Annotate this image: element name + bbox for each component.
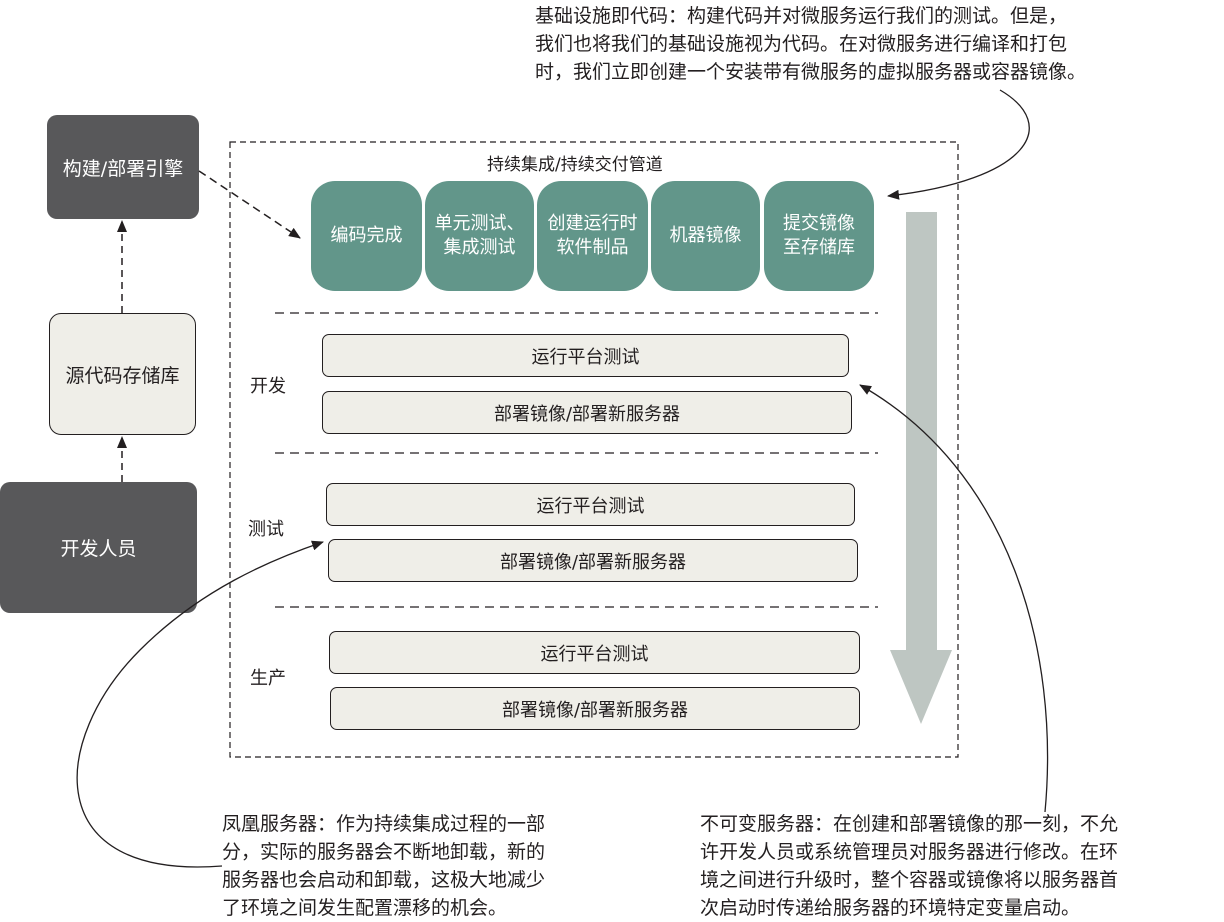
source-repository-box: 源代码存储库 bbox=[49, 313, 196, 435]
phoenix-callout-arrow bbox=[76, 540, 324, 868]
pipeline-frame bbox=[229, 141, 959, 758]
dev-run-platform-test: 运行平台测试 bbox=[322, 334, 849, 377]
dev-deploy-image: 部署镜像/部署新服务器 bbox=[322, 391, 852, 434]
phoenix-server-note: 凤凰服务器：作为持续集成过程的一部 分，实际的服务器会不断地卸载，新的 服务器也… bbox=[222, 813, 546, 919]
pipeline-title: 持续集成/持续交付管道 bbox=[487, 155, 663, 175]
immutable-callout-arrow bbox=[859, 384, 1049, 813]
test-deploy-image: 部署镜像/部署新服务器 bbox=[328, 539, 858, 582]
build-deploy-engine-box: 构建/部署引擎 bbox=[47, 115, 199, 219]
env-label-test: 测试 bbox=[248, 519, 284, 540]
start-pipeline-arrow bbox=[198, 170, 301, 239]
infrastructure-as-code-note: 基础设施即代码：构建代码并对微服务运行我们的测试。但是， 我们也将我们的基础设施… bbox=[535, 5, 1087, 83]
stage-unit-integration-tests: 单元测试、 集成测试 bbox=[425, 181, 534, 291]
prod-run-platform-test: 运行平台测试 bbox=[329, 631, 860, 674]
iac-callout-arrow bbox=[887, 89, 1030, 200]
env-label-prod: 生产 bbox=[250, 668, 286, 689]
immutable-server-note: 不可变服务器：在创建和部署镜像的那一刻，不允 许开发人员或系统管理员对服务器进行… bbox=[700, 813, 1119, 919]
test-run-platform-test: 运行平台测试 bbox=[326, 483, 855, 526]
stage-commit-image: 提交镜像 至存储库 bbox=[764, 181, 874, 291]
developer-box: 开发人员 bbox=[0, 482, 197, 613]
prod-deploy-image: 部署镜像/部署新服务器 bbox=[330, 687, 860, 730]
stage-runtime-artifact: 创建运行时 软件制品 bbox=[537, 181, 648, 291]
stage-code-complete: 编码完成 bbox=[311, 181, 422, 291]
flow-down-arrow bbox=[890, 212, 952, 724]
stage-machine-image: 机器镜像 bbox=[651, 181, 760, 291]
env-label-dev: 开发 bbox=[250, 376, 286, 397]
